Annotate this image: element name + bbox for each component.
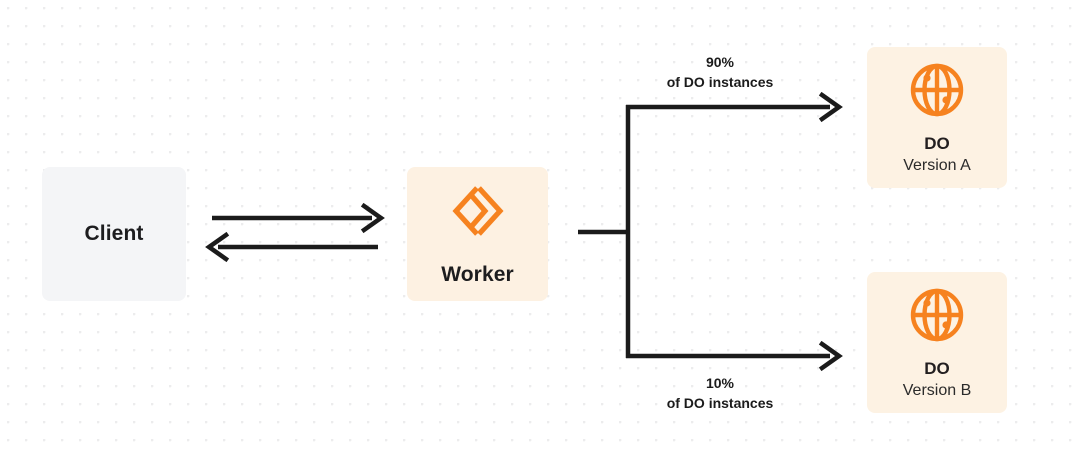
- node-do-version-a-label: DO: [924, 134, 950, 154]
- edge-worker-to-client: [205, 231, 378, 263]
- edge-label-do-a: 90% of DO instances: [620, 52, 820, 93]
- node-client: Client: [42, 167, 186, 301]
- node-do-version-b: DO Version B: [867, 272, 1007, 413]
- node-do-version-b-label: DO: [924, 359, 950, 379]
- edge-branch-to-do-a: [626, 91, 843, 123]
- node-client-label: Client: [84, 222, 144, 245]
- durable-object-globe-icon: [909, 62, 965, 123]
- edge-label-do-a-description: of DO instances: [666, 74, 774, 91]
- durable-object-globe-icon: [909, 287, 965, 348]
- edge-label-do-b-percent: 10%: [705, 375, 735, 391]
- edge-label-do-b: 10% of DO instances: [620, 373, 820, 414]
- edge-label-do-a-percent: 90%: [705, 54, 735, 70]
- cloudflare-workers-icon: [449, 182, 507, 245]
- node-do-version-a-sublabel: Version A: [903, 156, 971, 174]
- node-do-version-b-sublabel: Version B: [902, 381, 972, 399]
- node-worker: Worker: [407, 167, 548, 301]
- node-do-version-a: DO Version A: [867, 47, 1007, 188]
- node-worker-label: Worker: [441, 262, 514, 286]
- edge-branch-to-do-b: [626, 340, 843, 372]
- edge-label-do-b-description: of DO instances: [666, 395, 774, 412]
- edge-client-to-worker: [212, 202, 385, 234]
